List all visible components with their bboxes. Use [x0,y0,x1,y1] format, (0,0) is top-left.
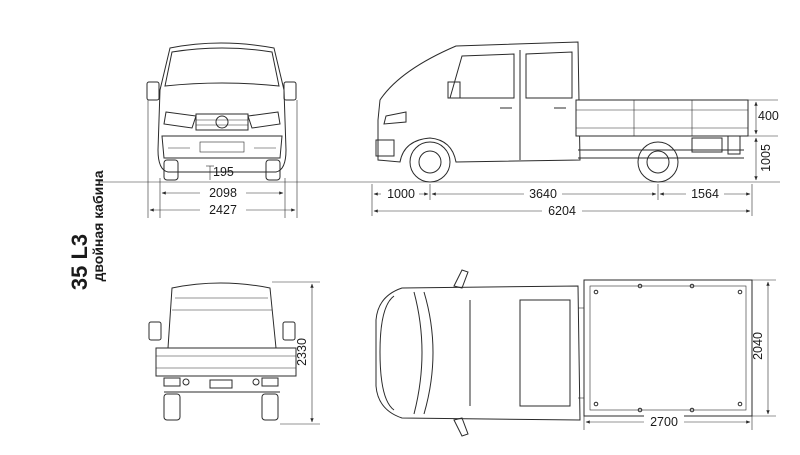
dim-side-height: 400 [758,109,779,123]
dim-ground-clearance: 195 [213,165,234,179]
title-block: 35 L3 двойная кабина [67,170,106,290]
dim-platform-height: 1005 [759,144,773,172]
dim-platform-length: 2700 [650,415,678,429]
model-label: 35 L3 [67,234,92,290]
dim-track-width: 2098 [209,186,237,200]
dim-overall-height: 2330 [295,338,309,366]
dim-front-overhang: 1000 [387,187,415,201]
top-view [375,269,753,437]
dim-wheelbase: 3640 [529,187,557,201]
front-view [146,42,297,181]
side-view [375,41,749,183]
rear-view [148,282,297,421]
cab-type-label: двойная кабина [90,170,106,281]
dim-front-overall-width: 2427 [209,203,237,217]
dim-overall-length: 6204 [548,204,576,218]
dim-rear-overhang: 1564 [691,187,719,201]
dim-platform-width: 2040 [751,332,765,360]
